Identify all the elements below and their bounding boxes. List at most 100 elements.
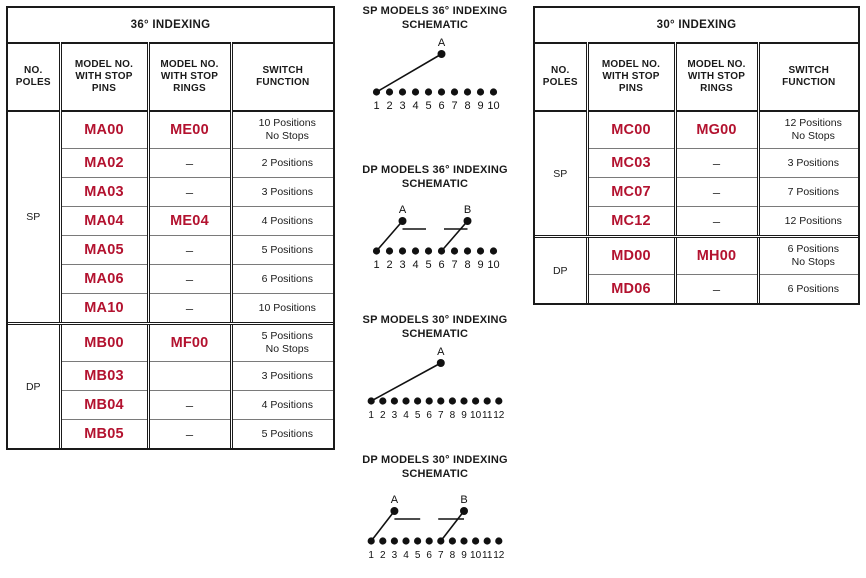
terminal-label: 2 — [386, 100, 392, 112]
terminal-label: 4 — [412, 100, 418, 112]
terminal-dot — [448, 537, 456, 545]
schematic-title-line1: DP MODELS 36° INDEXING — [362, 164, 508, 176]
cell-no-poles: SP — [535, 111, 587, 238]
terminal-label: 9 — [461, 550, 467, 561]
schematic-title-line2: SCHEMATIC — [401, 468, 469, 480]
terminal-dot — [476, 247, 485, 255]
terminal-dot — [483, 397, 491, 405]
cell-model-stop-rings: – — [673, 206, 758, 238]
terminal-label: 2 — [380, 410, 386, 421]
table-row: MB04–4 Positions — [8, 390, 334, 420]
terminal-label: 4 — [412, 259, 418, 271]
table-banner-row: 36° INDEXING — [8, 8, 334, 44]
cell-model-stop-pins: MB04 — [58, 390, 148, 420]
cell-switch-function: 5 Positions — [229, 419, 334, 448]
cell-model-stop-rings — [146, 361, 231, 391]
pole-wire — [440, 510, 465, 542]
cell-model-stop-rings: – — [146, 390, 231, 420]
pole-label: A — [399, 204, 407, 216]
pole-label: A — [437, 346, 445, 358]
terminal-dot — [402, 397, 410, 405]
cell-no-poles: SP — [8, 111, 60, 325]
terminal-dot — [472, 397, 480, 405]
pole-label: A — [438, 37, 446, 49]
terminal-dot — [390, 397, 398, 405]
pole-terminal-dot — [437, 50, 446, 58]
cell-model-stop-rings: – — [146, 293, 231, 325]
terminal-label: 8 — [450, 550, 456, 561]
terminal-dot — [411, 88, 420, 96]
terminal-dot — [398, 247, 407, 255]
terminal-label: 6 — [438, 259, 444, 271]
terminal-label: 7 — [451, 100, 457, 112]
cell-switch-function: 12 Positions — [756, 206, 859, 238]
terminal-label: 8 — [464, 100, 470, 112]
terminal-label: 8 — [450, 410, 456, 421]
cell-model-stop-pins: MA06 — [58, 264, 148, 294]
cell-model-stop-rings: – — [673, 177, 758, 207]
terminal-label: 5 — [425, 100, 431, 112]
cell-model-stop-pins: MA10 — [58, 293, 148, 325]
pole-wire — [440, 220, 469, 252]
pole-terminal-dot — [460, 507, 468, 515]
cell-model-stop-pins: MA05 — [58, 235, 148, 265]
terminal-label: 9 — [461, 410, 467, 421]
cell-model-stop-pins: MB05 — [58, 419, 148, 448]
terminal-dot — [414, 397, 422, 405]
terminal-label: 3 — [392, 550, 398, 561]
terminal-dot — [495, 397, 503, 405]
cell-model-stop-rings: – — [673, 148, 758, 178]
terminal-dot — [476, 88, 485, 96]
cell-switch-function: 3 Positions — [229, 177, 334, 207]
cell-model-stop-rings: – — [673, 274, 758, 303]
terminal-label: 9 — [477, 259, 483, 271]
schematic-title-line2: SCHEMATIC — [401, 178, 469, 190]
terminal-label: 2 — [386, 259, 392, 271]
terminal-label: 7 — [438, 410, 444, 421]
terminal-label: 2 — [380, 550, 386, 561]
pole-terminal-dot — [390, 507, 399, 515]
pole-label: A — [391, 494, 399, 506]
terminal-dot — [379, 397, 387, 405]
terminal-label: 4 — [403, 550, 409, 561]
cell-model-stop-pins: MC12 — [585, 206, 675, 238]
terminal-dot — [463, 247, 472, 255]
table-row: MD06–6 Positions — [535, 274, 859, 303]
terminal-dot — [385, 88, 394, 96]
schematic-title-line2: SCHEMATIC — [401, 328, 469, 340]
terminal-dot — [489, 247, 498, 255]
pole-wire — [375, 53, 443, 93]
terminal-dot — [379, 537, 387, 545]
terminal-label: 7 — [438, 550, 444, 561]
cell-switch-function: 4 Positions — [229, 390, 334, 420]
cell-no-poles: DP — [25, 380, 41, 393]
table-row: MA10–10 Positions — [8, 293, 334, 325]
table-row: MA06–6 Positions — [8, 264, 334, 294]
terminal-dot — [450, 247, 459, 255]
table-row: MA03–3 Positions — [8, 177, 334, 207]
terminal-label: 1 — [368, 410, 374, 421]
pole-wire — [370, 510, 396, 542]
cell-model-stop-rings: – — [146, 419, 231, 448]
pole-wire — [370, 362, 442, 402]
terminal-label: 11 — [482, 410, 493, 421]
terminal-label: 3 — [399, 100, 405, 112]
cell-model-stop-rings: MF00 — [146, 323, 231, 362]
